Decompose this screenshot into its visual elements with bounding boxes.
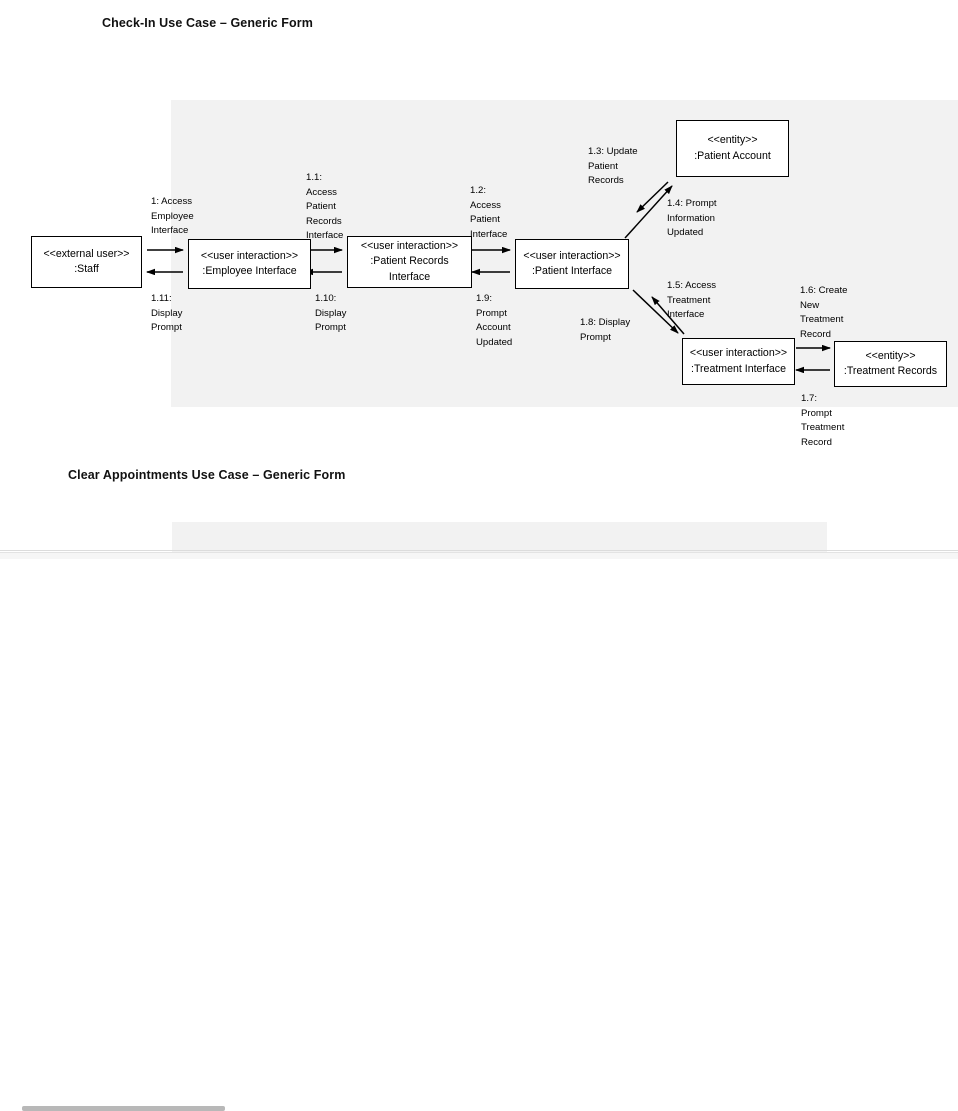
message-label-1-10: 1.10: Display Prompt (315, 293, 347, 334)
instance-label: :Patient Account (694, 149, 771, 162)
instance-label: :Treatment Interface (691, 362, 786, 375)
message-label-1-3: 1.3: Update Patient Records (588, 146, 638, 187)
message-label-1-8: 1.8: Display Prompt (580, 317, 631, 343)
instance-label: :Patient Records Interface (370, 255, 449, 283)
horizontal-scrollbar-thumb[interactable] (22, 1106, 225, 1111)
section-title-clear-appointments: Clear Appointments Use Case – Generic Fo… (68, 468, 346, 482)
stereotype-label: <<external user>> (43, 247, 130, 260)
instance-label: :Employee Interface (202, 265, 297, 277)
message-label-1-11: 1.11: Display Prompt (151, 293, 183, 334)
stereotype-label: <<user interaction>> (689, 347, 788, 360)
message-label-1-7: 1.7: Prompt Treatment Record (801, 393, 845, 448)
document-page: Check-In Use Case – Generic Form (0, 16, 958, 1111)
object-box-patient-account[interactable]: <<entity>> :Patient Account (676, 120, 789, 177)
object-box-staff[interactable]: <<external user>> :Staff (31, 236, 142, 288)
object-box-treatment-interface[interactable]: <<user interaction>> :Treatment Interfac… (682, 338, 795, 385)
message-label-1-6: 1.6: Create New Treatment Record (800, 285, 848, 340)
message-label-1-5: 1.5: Access Treatment Interface (667, 280, 717, 321)
stereotype-label: <<entity>> (865, 349, 916, 362)
message-label-1-4: 1.4: Prompt Information Updated (667, 198, 717, 239)
message-label-1: 1: Access Employee Interface (151, 196, 194, 237)
page-divider (0, 550, 958, 551)
object-box-patient-records-interface[interactable]: <<user interaction>> :Patient Records In… (347, 236, 472, 288)
stereotype-label: <<entity>> (707, 134, 758, 147)
message-label-1-9: 1.9: Prompt Account Updated (476, 293, 513, 348)
object-box-employee-interface[interactable]: <<user interaction>> :Employee Interface (188, 239, 311, 289)
instance-label: :Staff (74, 263, 99, 275)
object-box-treatment-records[interactable]: <<entity>> :Treatment Records (834, 341, 947, 387)
stereotype-label: <<user interaction>> (523, 249, 621, 262)
message-label-1-1: 1.1: Access Patient Records Interface (306, 172, 344, 242)
stereotype-label: <<user interaction>> (200, 249, 299, 262)
message-label-1-2: 1.2: Access Patient Interface (470, 185, 508, 240)
object-box-patient-interface[interactable]: <<user interaction>> :Patient Interface (515, 239, 629, 289)
instance-label: :Treatment Records (843, 365, 938, 377)
section-title-check-in: Check-In Use Case – Generic Form (102, 16, 313, 30)
diagram-panel-clear-appointments (172, 522, 827, 552)
instance-label: :Patient Interface (531, 265, 613, 277)
stereotype-label: <<user interaction>> (360, 239, 459, 252)
